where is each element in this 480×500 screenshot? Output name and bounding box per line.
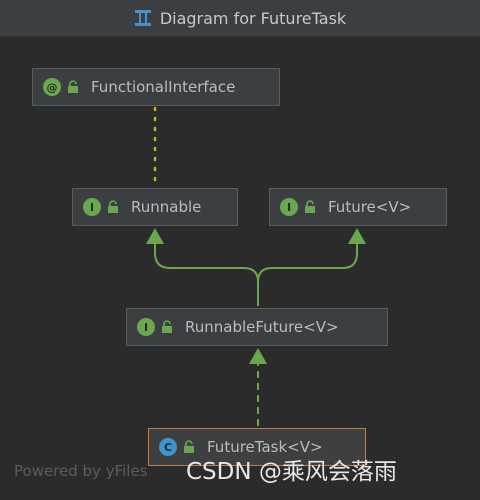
- node-runnable-future[interactable]: I RunnableFuture<V>: [126, 308, 388, 346]
- arrowhead-runnable: [146, 228, 164, 244]
- node-runnable[interactable]: I Runnable: [72, 188, 238, 226]
- lock-open-icon: [68, 80, 78, 93]
- class-icon: C: [159, 438, 177, 456]
- node-functional-interface[interactable]: @ FunctionalInterface: [32, 68, 280, 106]
- interface-icon: I: [137, 318, 155, 336]
- edge-extends-runnable: [154, 242, 259, 306]
- interface-icon: I: [83, 198, 101, 216]
- node-label: Runnable: [131, 198, 202, 216]
- node-future-task[interactable]: C FutureTask<V>: [148, 428, 366, 466]
- arrowhead-future: [348, 228, 366, 244]
- window-titlebar: Diagram for FutureTask: [0, 0, 480, 37]
- lock-open-icon: [162, 320, 172, 333]
- diagram-icon: [134, 10, 151, 26]
- arrowhead-runnable-future: [249, 348, 267, 364]
- lock-open-icon: [305, 200, 315, 213]
- lock-open-icon: [108, 200, 118, 213]
- window-title: Diagram for FutureTask: [159, 8, 347, 28]
- node-label: FunctionalInterface: [91, 78, 236, 96]
- node-future[interactable]: I Future<V>: [269, 188, 447, 226]
- powered-by-text: Powered by yFiles: [14, 462, 148, 480]
- node-label: RunnableFuture<V>: [185, 318, 339, 336]
- interface-icon: I: [280, 198, 298, 216]
- lock-open-icon: [184, 440, 194, 453]
- node-label: Future<V>: [328, 198, 412, 216]
- edge-extends-future: [257, 242, 358, 283]
- watermark-text: CSDN @乘风会落雨: [186, 459, 397, 485]
- annotation-icon: @: [43, 78, 61, 96]
- node-label: FutureTask<V>: [207, 438, 323, 456]
